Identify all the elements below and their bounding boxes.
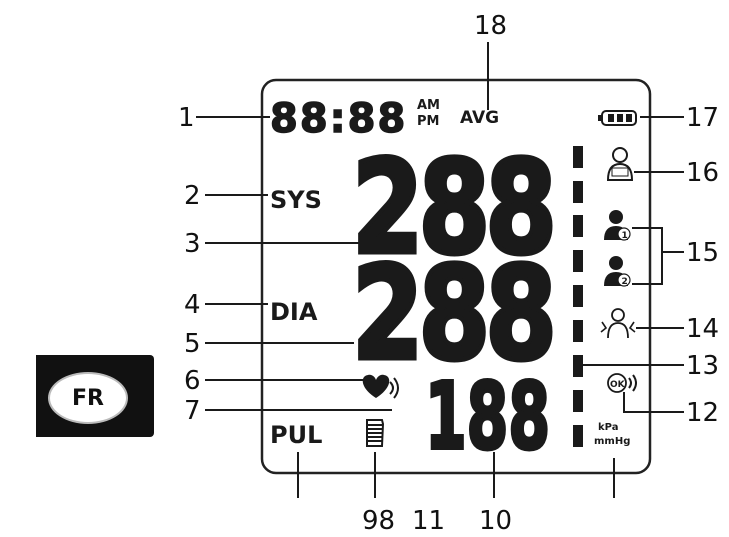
user-1-number: 1 — [622, 231, 628, 241]
pul-label: PUL — [270, 421, 322, 449]
language-tab: FR — [36, 355, 154, 437]
pulse-value: 188 — [425, 363, 550, 470]
callout-1: 1 — [178, 103, 195, 133]
unit-mmhg: mmHg — [594, 436, 630, 447]
user-2-number: 2 — [622, 277, 628, 287]
diastolic-value: 288 — [352, 240, 552, 389]
cuff-ok-text: OK — [610, 380, 626, 390]
callout-2: 2 — [184, 181, 201, 211]
callout-14: 14 — [686, 314, 719, 344]
language-code: FR — [72, 385, 104, 411]
movement-icon — [600, 308, 636, 339]
callout-5: 5 — [184, 329, 201, 359]
callout-3: 3 — [184, 229, 201, 259]
callout-10: 10 — [479, 506, 512, 536]
heart-icon — [362, 374, 399, 399]
callout-4: 4 — [184, 290, 201, 320]
indicator-bar — [573, 146, 583, 447]
callout-7: 7 — [184, 396, 201, 426]
callout-98: 98 — [362, 506, 395, 536]
callout-17: 17 — [686, 103, 719, 133]
unit-kpa: kPa — [598, 422, 618, 433]
language-badge: FR — [48, 372, 128, 424]
memory-icon — [366, 419, 385, 447]
callout-12: 12 — [686, 398, 719, 428]
lcd-frame — [260, 78, 652, 475]
callout-18: 18 — [474, 11, 507, 41]
am-indicator: AM — [417, 98, 440, 113]
pm-indicator: PM — [417, 114, 439, 129]
battery-icon — [598, 110, 637, 126]
avg-indicator: AVG — [460, 108, 499, 128]
callout-16: 16 — [686, 158, 719, 188]
time-display: 88:88 — [270, 96, 407, 142]
callout-6: 6 — [184, 366, 201, 396]
callout-15: 15 — [686, 238, 719, 268]
user-2-icon: 2 — [604, 256, 631, 287]
guest-user-icon — [606, 147, 634, 181]
sys-label: SYS — [270, 186, 322, 214]
cuff-ok-icon: OK — [607, 373, 637, 393]
callout-11: 11 — [412, 506, 445, 536]
systolic-value: 288 — [352, 134, 552, 283]
leader-lines — [196, 42, 684, 498]
user-1-icon: 1 — [604, 210, 631, 241]
callout-13: 13 — [686, 351, 719, 381]
dia-label: DIA — [270, 298, 318, 326]
